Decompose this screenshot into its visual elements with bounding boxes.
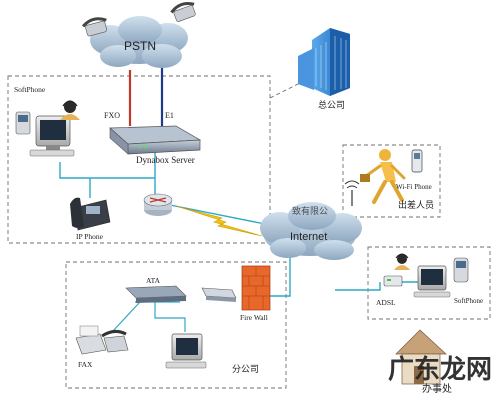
office-label: 办事处 [422,382,452,395]
adsl-label: ADSL [376,298,396,307]
branch-computer-icon [165,333,207,369]
softphone-right-label: SoftPhone [454,297,483,305]
office-computer-icon [413,265,451,298]
office-headset-user-icon [394,253,410,270]
network-links [59,66,420,333]
firewall-label: Fire Wall [240,313,268,322]
watermark-text: 致有限公 [292,205,328,216]
softphone-top-label: SoftPhone [14,85,46,94]
ata-icon [125,285,187,303]
adsl-modem-icon [383,275,403,287]
pstn-label: PSTN [124,39,156,53]
pstn-phone-right-icon [170,1,196,22]
wifi-phone-icon [411,149,423,173]
pstn-phone-left-icon [81,17,108,37]
office-box [367,246,491,320]
hq-network-box [7,75,271,244]
pstn-cloud-icon [90,16,188,68]
travel-label: 出差人员 [398,199,434,210]
brand-watermark: 广东龙网 [388,354,492,384]
ata-label: ATA [146,276,161,285]
ip-phone-label: IP Phone [76,232,104,241]
fax-label: FAX [78,360,93,369]
ip-phone-icon [70,197,111,231]
antenna-icon [344,180,360,206]
house-icon [395,329,447,385]
internet-label: Internet [290,231,327,243]
server-label: Dynabox Server [136,155,195,165]
wifi-phone-label: Wi-Fi Phone [396,183,432,191]
hq-label: 总公司 [318,99,345,110]
ip-softphone-handset-icon [15,111,31,135]
headset-user-icon [60,100,80,120]
branch-phone-icon [101,329,129,353]
server-icon [109,125,202,155]
fax-icon [75,325,107,355]
fxo-label: FXO [104,111,120,120]
branch-network-box [65,261,287,389]
branch-label: 分公司 [232,364,259,374]
travel-box [342,144,441,218]
vpn-bolt-icon [175,205,263,237]
firewall-icon [241,265,271,311]
switch-icon [201,287,237,302]
e1-label: E1 [165,111,174,120]
internet-cloud-icon [260,202,362,260]
office-softphone-handset-icon [453,257,469,283]
building-icon [298,28,350,96]
traveller-person-icon [360,149,406,204]
softphone-computer-icon [29,115,75,157]
router-icon [143,193,173,216]
